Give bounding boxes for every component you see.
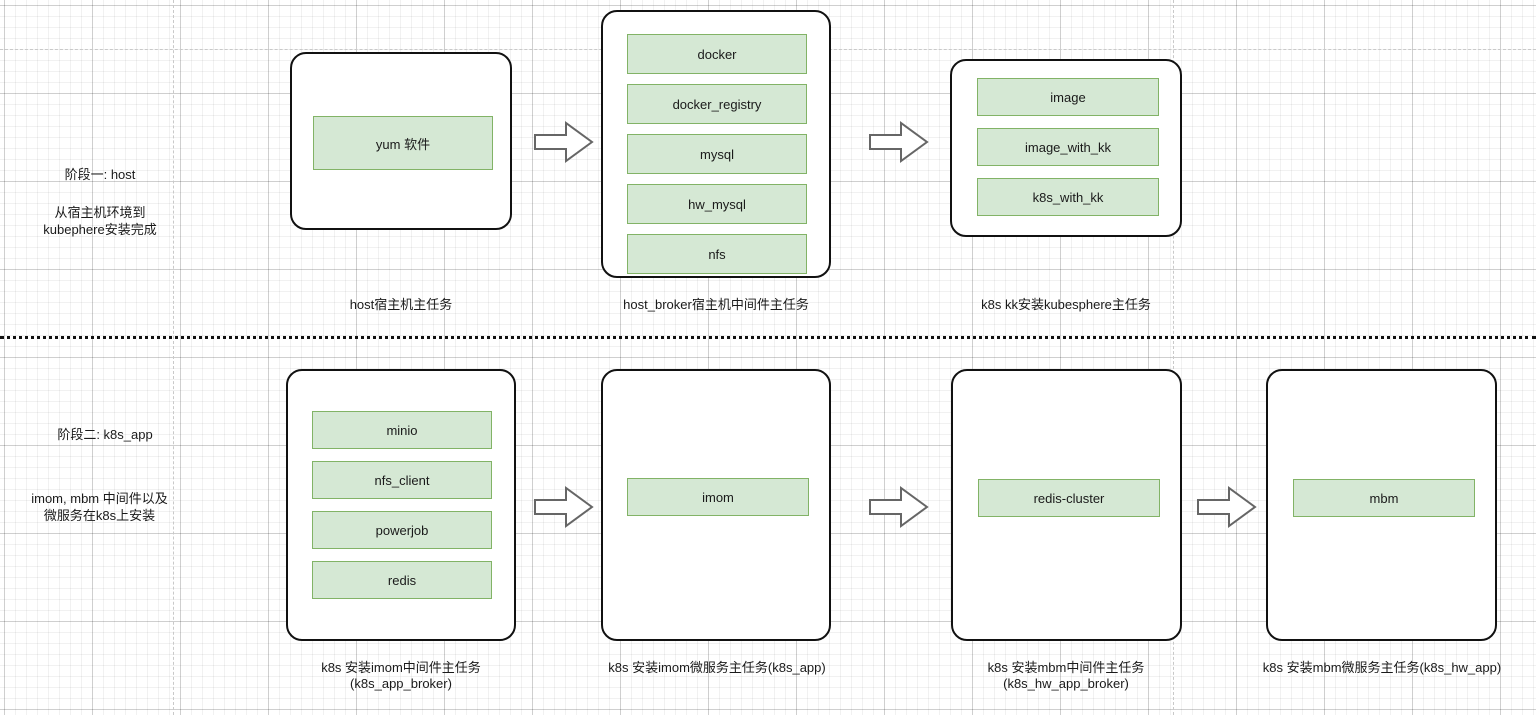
caption-card-k8s-app-broker: k8s 安装imom中间件主任务 (k8s_app_broker) — [321, 660, 481, 691]
phase-2-description: imom, mbm 中间件以及 微服务在k8s上安装 — [31, 491, 168, 523]
caption-card-host: host宿主机主任务 — [349, 297, 453, 312]
item-docker-registry[interactable]: docker_registry — [627, 84, 807, 124]
item-mbm[interactable]: mbm — [1293, 479, 1475, 517]
item-hw-mysql[interactable]: hw_mysql — [627, 184, 807, 224]
caption-card-k8s-hw-app-broker: k8s 安装mbm中间件主任务 (k8s_hw_app_broker) — [987, 660, 1145, 691]
item-docker[interactable]: docker — [627, 34, 807, 74]
item-powerjob[interactable]: powerjob — [312, 511, 492, 549]
card-k8s-kk[interactable]: image image_with_kk k8s_with_kk — [950, 59, 1182, 237]
arrow-hwbroker-to-hwapp — [1196, 484, 1258, 535]
item-redis-cluster[interactable]: redis-cluster — [978, 479, 1160, 517]
caption-card-host-broker: host_broker宿主机中间件主任务 — [623, 297, 809, 312]
item-mysql[interactable]: mysql — [627, 134, 807, 174]
item-minio[interactable]: minio — [312, 411, 492, 449]
item-yum[interactable]: yum 软件 — [313, 116, 493, 170]
item-nfs-client[interactable]: nfs_client — [312, 461, 492, 499]
item-nfs[interactable]: nfs — [627, 234, 807, 274]
item-imom[interactable]: imom — [627, 478, 809, 516]
page-guide-vertical-left — [173, 0, 174, 715]
phase-divider — [0, 336, 1536, 339]
item-k8s-with-kk[interactable]: k8s_with_kk — [977, 178, 1159, 216]
item-redis[interactable]: redis — [312, 561, 492, 599]
card-host-broker[interactable]: docker docker_registry mysql hw_mysql nf… — [601, 10, 831, 278]
card-host[interactable]: yum 软件 — [290, 52, 512, 230]
caption-card-k8s-kk: k8s kk安装kubesphere主任务 — [981, 297, 1151, 312]
caption-card-k8s-hw-app: k8s 安装mbm微服务主任务(k8s_hw_app) — [1262, 660, 1502, 675]
item-image-with-kk[interactable]: image_with_kk — [977, 128, 1159, 166]
arrow-app-to-hwbroker — [868, 484, 930, 535]
page-guide-vertical-right — [1173, 0, 1174, 715]
arrow-host-to-broker — [533, 119, 595, 170]
phase-1-label: 阶段一: host — [64, 167, 136, 182]
arrow-appbroker-to-app — [533, 484, 595, 535]
caption-card-k8s-app: k8s 安装imom微服务主任务(k8s_app) — [608, 660, 826, 675]
card-k8s-hw-app[interactable]: mbm — [1266, 369, 1497, 641]
card-k8s-app[interactable]: imom — [601, 369, 831, 641]
phase-1-description: 从宿主机环境到 kubephere安装完成 — [43, 205, 157, 237]
arrow-broker-to-kk — [868, 119, 930, 170]
card-k8s-app-broker[interactable]: minio nfs_client powerjob redis — [286, 369, 516, 641]
card-k8s-hw-app-broker[interactable]: redis-cluster — [951, 369, 1182, 641]
item-image[interactable]: image — [977, 78, 1159, 116]
phase-2-label: 阶段二: k8s_app — [57, 427, 153, 442]
